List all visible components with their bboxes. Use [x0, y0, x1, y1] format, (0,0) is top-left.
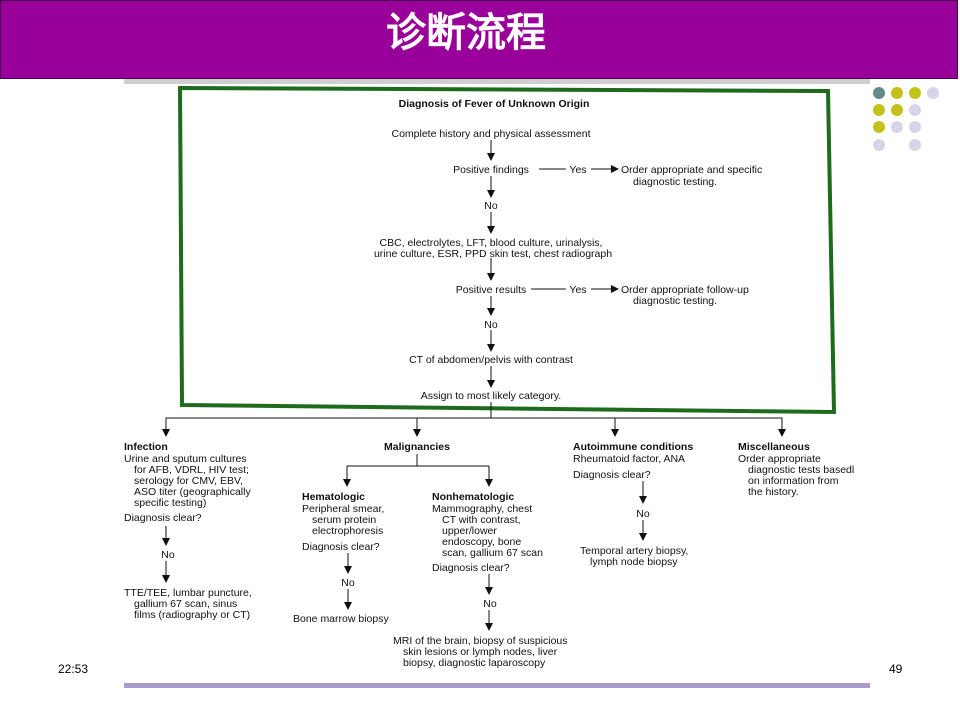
nonhematologic-test-line: scan, gallium 67 scan [442, 547, 543, 559]
nonhematologic-next-line: biopsy, diagnostic laparoscopy [403, 657, 546, 669]
yes-label: Yes [569, 164, 586, 176]
autoimmune-no: No [636, 508, 650, 520]
nonhematologic-question: Diagnosis clear? [432, 562, 510, 574]
nonhematologic-test-line: CT with contrast, [442, 514, 521, 526]
dot-icon [909, 121, 921, 133]
infection-test-line: for AFB, VDRL, HIV test; [134, 464, 249, 476]
dot-icon [891, 104, 903, 116]
step-ct: CT of abdomen/pelvis with contrast [409, 354, 573, 366]
nonhematologic-no: No [483, 598, 497, 610]
autoimmune-heading: Autoimmune conditions [573, 441, 693, 453]
dot-icon [873, 87, 885, 99]
miscellaneous-line: the history. [748, 486, 799, 498]
title-bar: 诊断流程 [0, 0, 958, 79]
miscellaneous-line: on information from [748, 475, 839, 487]
order-specific-line1: Order appropriate and specific [621, 164, 762, 176]
step-history: Complete history and physical assessment [391, 128, 590, 140]
infection-next-line: gallium 67 scan, sinus [134, 598, 237, 610]
dot-icon [873, 121, 885, 133]
step-labs-line1: CBC, electrolytes, LFT, blood culture, u… [380, 237, 603, 249]
nonhematologic-test-line: upper/lower [442, 525, 497, 537]
step-positive-findings: Positive findings [453, 164, 529, 176]
autoimmune-tests: Rheumatoid factor, ANA [573, 453, 685, 465]
miscellaneous-heading: Miscellaneous [738, 441, 810, 453]
hematologic-question: Diagnosis clear? [302, 541, 380, 553]
hematologic-test-line: Peripheral smear, [302, 503, 384, 515]
no-label: No [484, 200, 498, 212]
yes-label: Yes [569, 284, 586, 296]
infection-test-line: specific testing) [134, 497, 206, 509]
infection-next-line: films (radiography or CT) [134, 609, 250, 621]
slide-page-number: 49 [889, 662, 903, 676]
hematologic-test-line: serum protein [312, 514, 376, 526]
order-specific-line2: diagnostic testing. [633, 176, 717, 188]
infection-next-line: TTE/TEE, lumbar puncture, [124, 587, 252, 599]
nonhematologic-next-line: MRI of the brain, biopsy of suspicious [393, 635, 568, 647]
hematologic-next: Bone marrow biopsy [293, 613, 389, 625]
dot-icon [909, 104, 921, 116]
miscellaneous-line: diagnostic tests basedl [748, 464, 854, 476]
dot-icon [909, 87, 921, 99]
infection-test-line: ASO titer (geographically [134, 486, 251, 498]
no-label: No [484, 319, 498, 331]
step-assign: Assign to most likely category. [421, 390, 561, 402]
autoimmune-next-line: lymph node biopsy [590, 556, 678, 568]
hematologic-no: No [341, 577, 355, 589]
order-followup-line1: Order appropriate follow-up [621, 284, 749, 296]
hematologic-heading: Hematologic [302, 491, 365, 503]
nonhematologic-next-line: skin lesions or lymph nodes, liver [403, 646, 558, 658]
dot-icon [909, 139, 921, 151]
step-labs-line2: urine culture, ESR, PPD skin test, chest… [374, 248, 612, 260]
dot-icon [927, 87, 939, 99]
top-divider [124, 79, 870, 84]
miscellaneous-line: Order appropriate [738, 453, 821, 465]
slide-title: 诊断流程 [386, 10, 546, 56]
dot-icon [891, 121, 903, 133]
hematologic-test-line: electrophoresis [312, 525, 383, 537]
dot-icon [873, 104, 885, 116]
highlight-frame [177, 85, 837, 415]
nonhematologic-test-line: Mammography, chest [432, 503, 532, 515]
autoimmune-question: Diagnosis clear? [573, 469, 651, 481]
infection-test-line: serology for CMV, EBV, [134, 475, 243, 487]
malignancies-heading: Malignancies [384, 441, 450, 453]
dot-icon [873, 139, 885, 151]
diagram-title: Diagnosis of Fever of Unknown Origin [399, 98, 590, 110]
bottom-divider [124, 683, 870, 688]
step-positive-results: Positive results [456, 284, 527, 296]
infection-question: Diagnosis clear? [124, 512, 202, 524]
autoimmune-next-line: Temporal artery biopsy, [580, 545, 688, 557]
order-followup-line2: diagnostic testing. [633, 295, 717, 307]
nonhematologic-test-line: endoscopy, bone [442, 536, 521, 548]
nonhematologic-heading: Nonhematologic [432, 491, 514, 503]
infection-heading: Infection [124, 441, 168, 453]
slide-time: 22:53 [58, 662, 89, 676]
infection-no: No [161, 549, 175, 561]
infection-test-line: Urine and sputum cultures [124, 453, 247, 465]
dot-icon [891, 87, 903, 99]
connectors [162, 140, 786, 631]
